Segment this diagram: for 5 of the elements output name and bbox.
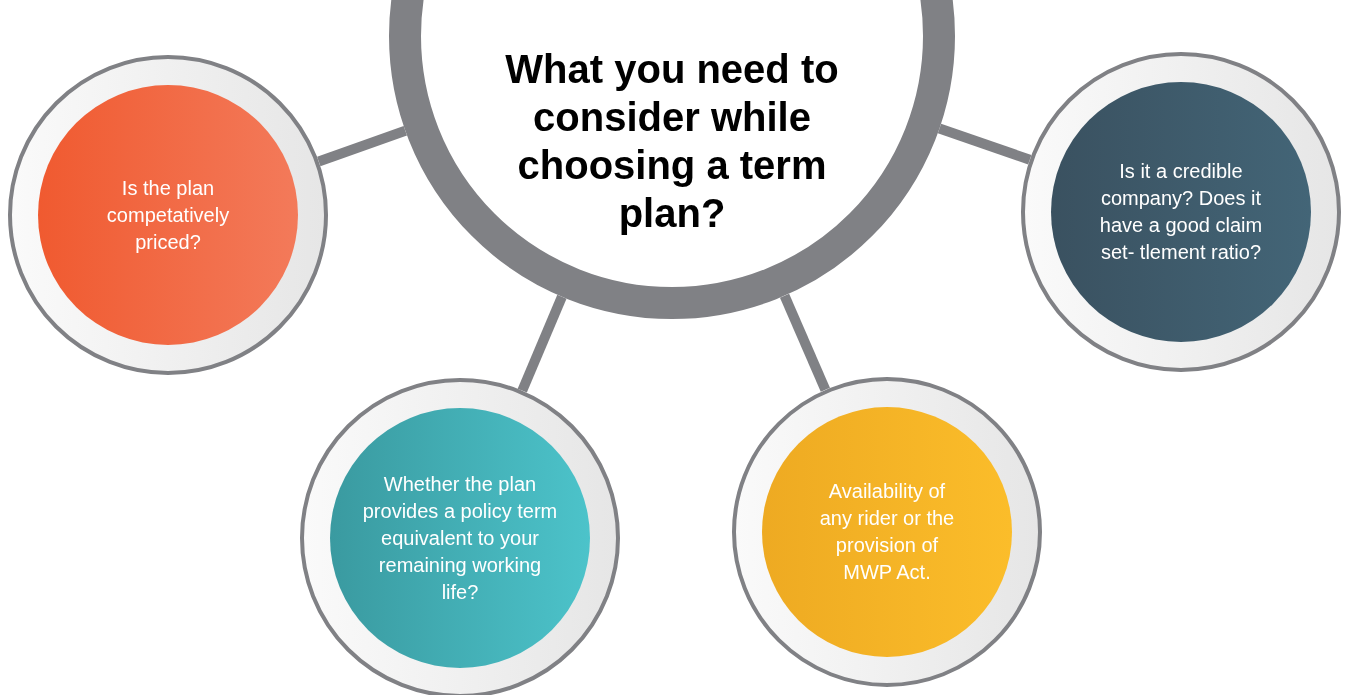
topic-text: Is the plan competatively priced? xyxy=(105,175,231,255)
topic-text: Is it a credible company? Does it have a good claim set- tlement ratio? xyxy=(1098,159,1264,265)
central-question: What you need to consider while choosing a term plan? xyxy=(504,46,840,237)
topic-text: Availability of any rider or the provision of MWP Act. xyxy=(818,479,956,585)
topic-text: Whether the plan provides a policy term equivalent to your remaining working life? xyxy=(362,471,558,605)
